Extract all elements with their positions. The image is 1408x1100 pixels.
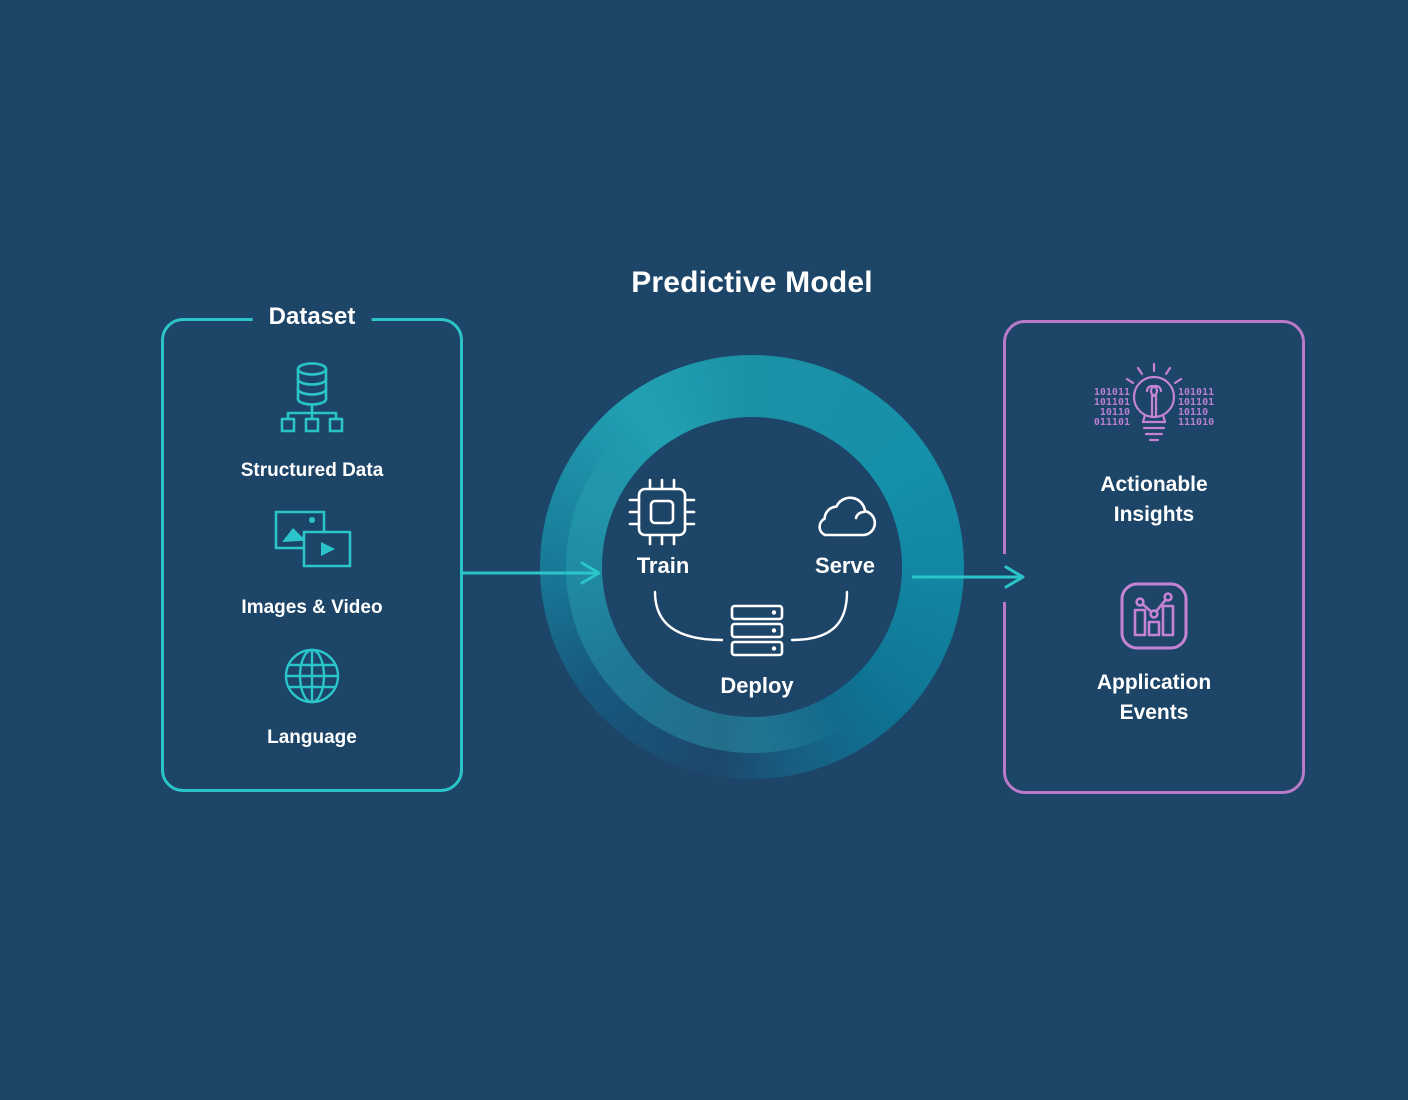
ring-hole — [602, 417, 902, 717]
dataset-item-language: Language — [164, 644, 460, 753]
step-label-deploy: Deploy — [720, 673, 794, 698]
step-label-train: Train — [636, 553, 690, 578]
dataset-item-structured-data: Structured Data — [164, 359, 460, 486]
cloud-icon — [818, 496, 877, 537]
binary-text: 101011 — [1178, 387, 1214, 398]
chip-icon — [628, 478, 696, 546]
model-cycle-ring: Train Serve Deploy — [540, 355, 964, 779]
dataset-box: Dataset Structured Data — [161, 303, 463, 792]
binary-text: 111010 — [1178, 417, 1214, 428]
model-to-output-arrow — [912, 565, 1025, 589]
binary-text: 10110 — [1100, 407, 1130, 418]
output-item-application-events: Application Events — [1006, 581, 1302, 728]
dataset-item-label: Images & Video — [241, 597, 383, 618]
dataset-item-label: Structured Data — [240, 460, 384, 481]
binary-text: 101011 — [1094, 387, 1130, 398]
step-label-serve: Serve — [815, 553, 875, 578]
binary-text: 10110 — [1178, 407, 1208, 418]
cycle-connector-arcs — [653, 590, 849, 642]
app-events-chart-icon — [1120, 582, 1188, 650]
binary-text: 011101 — [1094, 417, 1130, 428]
images-video-icon — [274, 510, 352, 568]
output-item-actionable-insights: 101011 101101 10110 011101 101011 101101… — [1006, 359, 1302, 530]
dataset-to-model-arrow — [462, 561, 601, 585]
server-stack-icon — [730, 604, 784, 657]
output-item-label: Application Events — [1096, 671, 1212, 724]
dataset-item-images-video: Images & Video — [164, 506, 460, 623]
globe-icon — [284, 648, 340, 704]
output-item-label: Actionable Insights — [1100, 473, 1208, 526]
database-tree-icon — [280, 362, 344, 433]
dataset-box-label: Dataset — [252, 303, 372, 331]
output-box: 101011 101101 10110 011101 101011 101101… — [1001, 320, 1305, 794]
insights-bulb-icon: 101011 101101 10110 011101 101011 101101… — [1094, 362, 1214, 442]
dataset-item-label: Language — [267, 727, 357, 748]
binary-text: 101101 — [1178, 397, 1214, 408]
page-title: Predictive Model — [631, 266, 873, 299]
binary-text: 101101 — [1094, 397, 1130, 408]
